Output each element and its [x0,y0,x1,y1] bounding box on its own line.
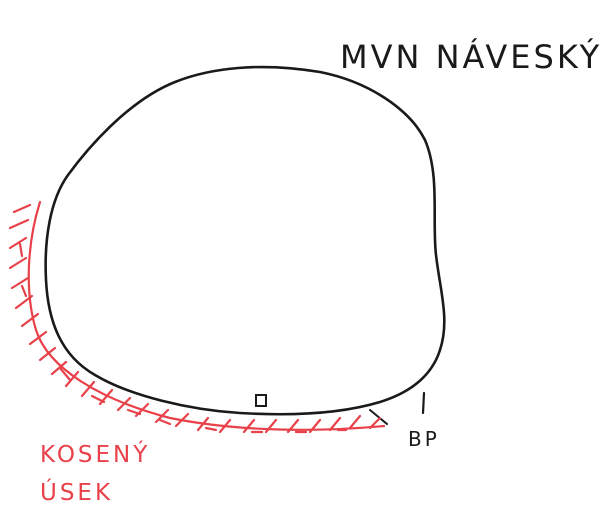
title: MVN NÁVESKÝ [340,38,602,76]
square-marker [255,394,267,407]
hatch-marks-left [8,203,68,376]
bp-tick [421,391,426,415]
hatch-end-tick [369,409,388,425]
mowed-label-line1: KOSENÝ [40,440,150,468]
mowed-section-hatching [8,200,386,434]
bp-label: BP [408,427,440,451]
mowed-label-line2: ÚSEK [40,478,113,506]
hatch-dashes [18,242,348,434]
hatch-marks-bottom [64,370,382,434]
pond-outline [44,65,446,416]
